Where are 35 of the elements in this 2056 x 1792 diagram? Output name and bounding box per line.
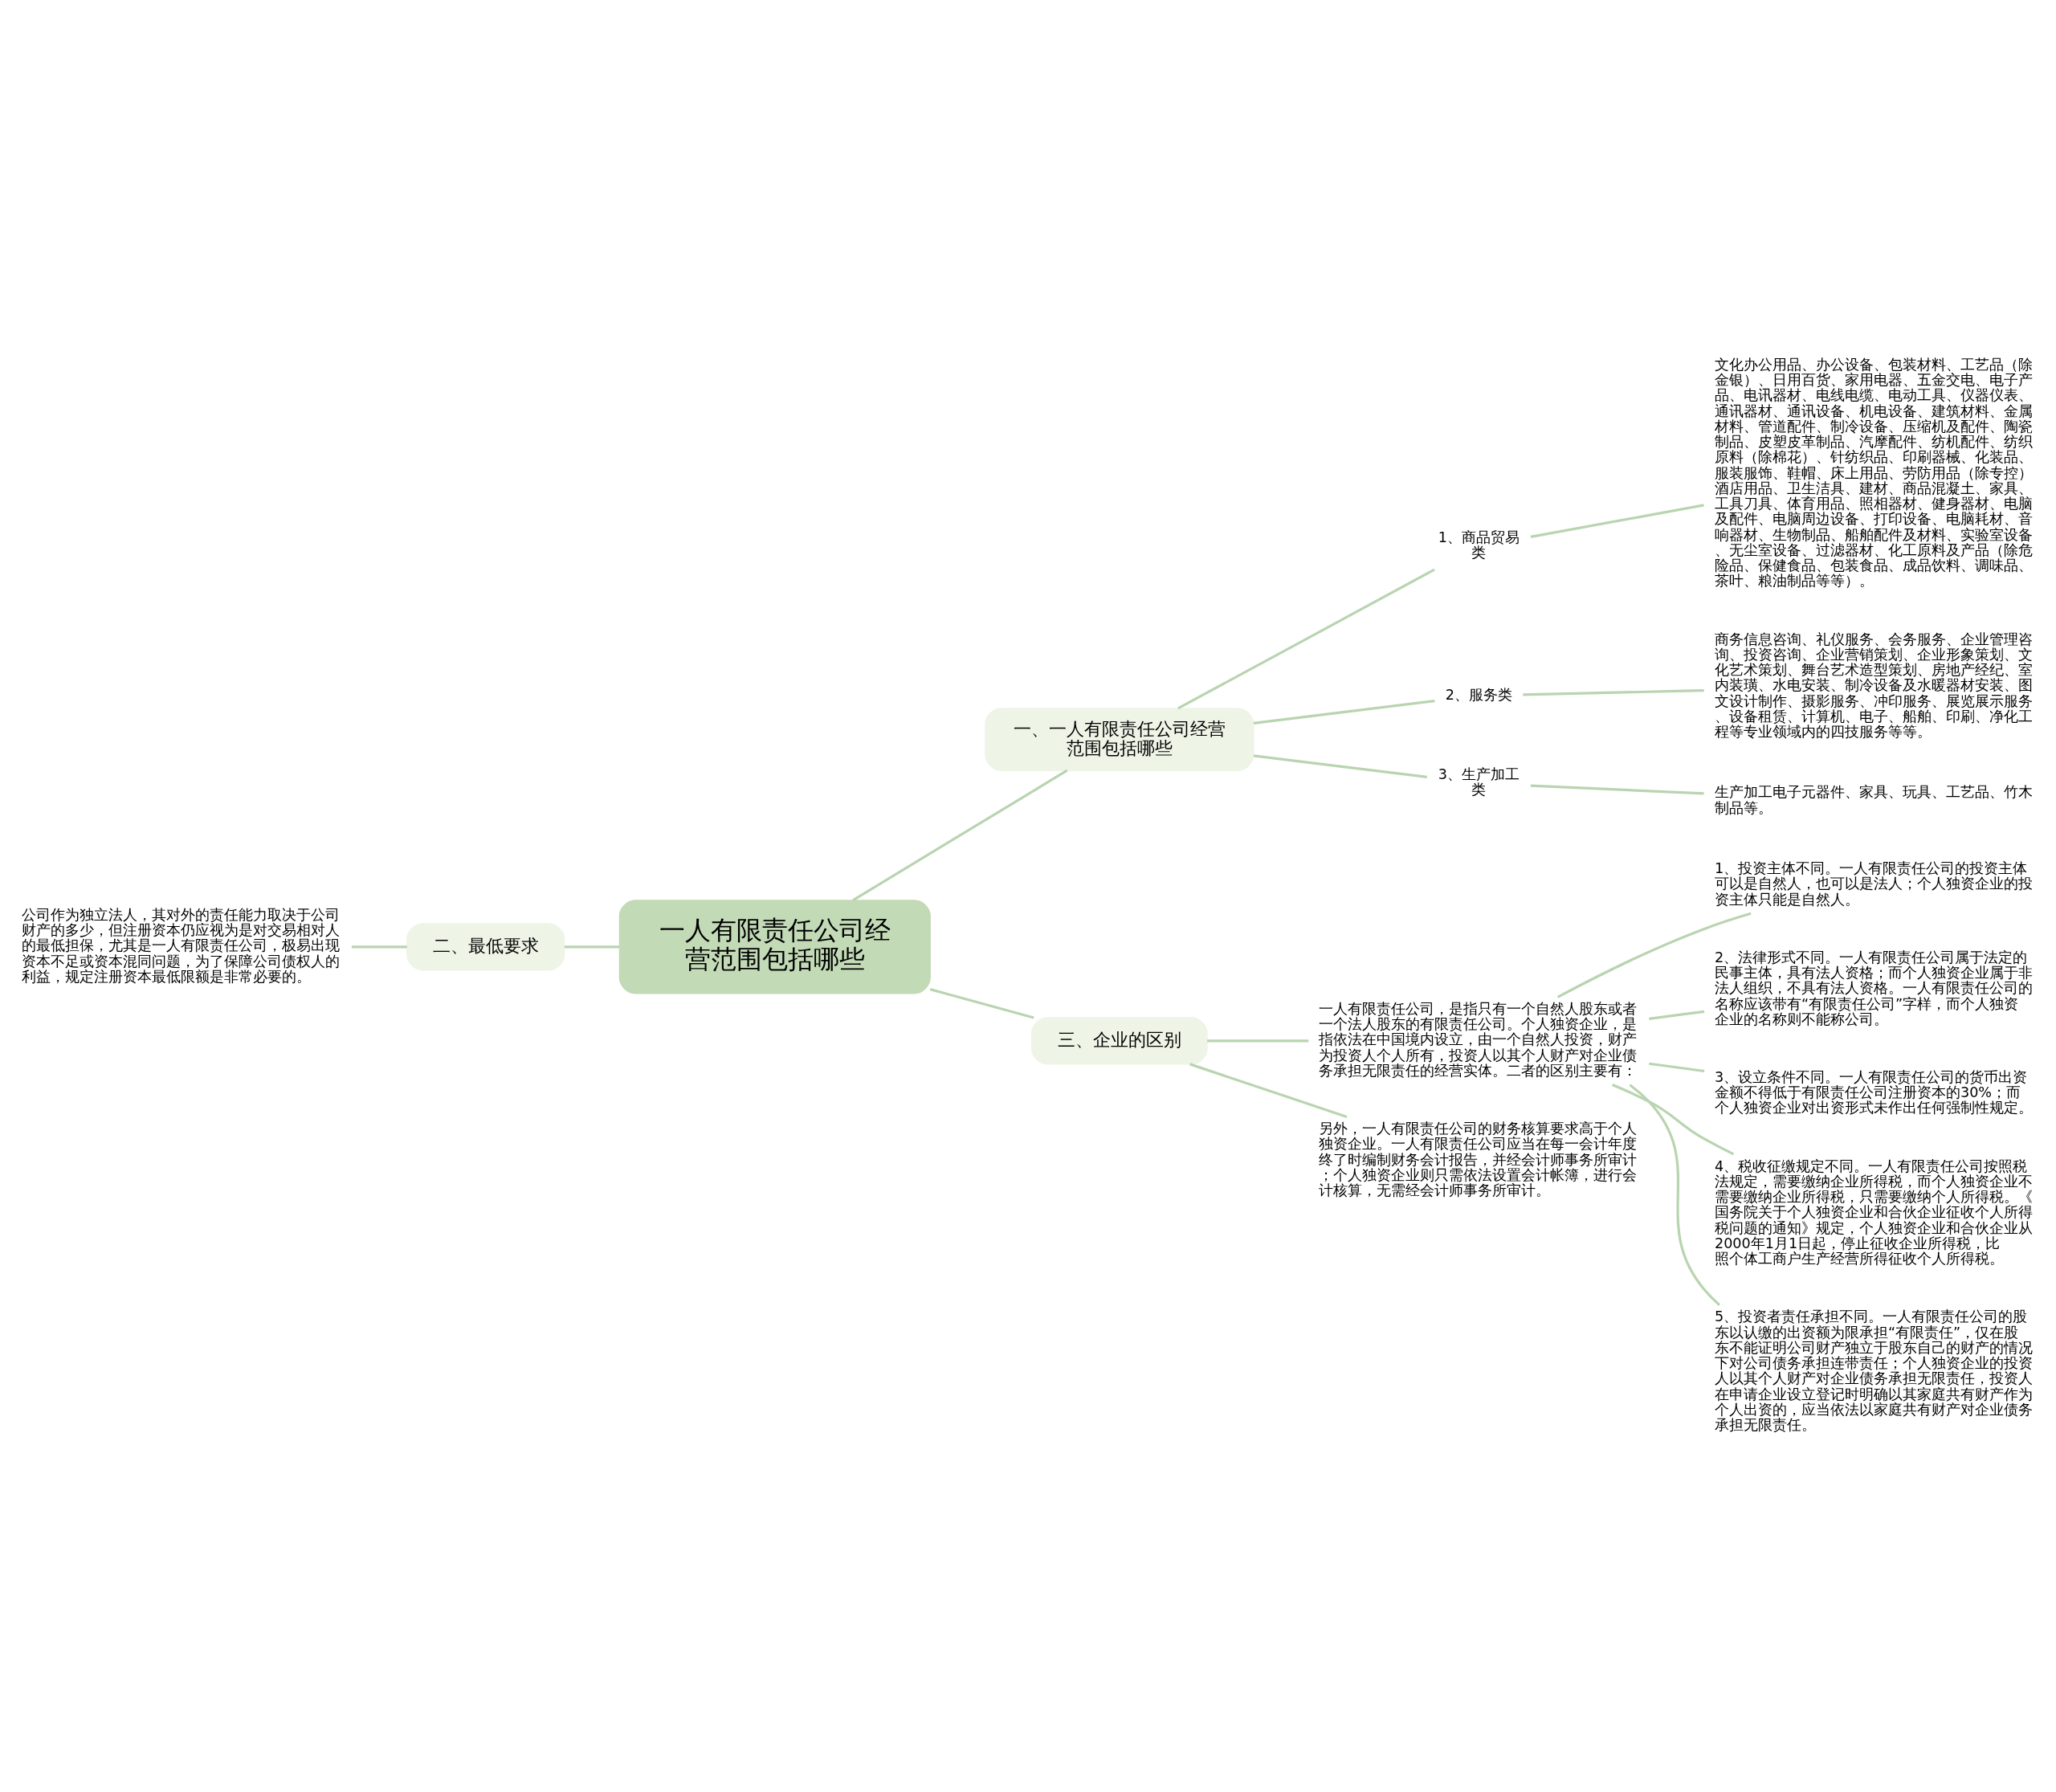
connector [1253,700,1435,725]
connector [1177,568,1435,710]
connector [1649,1010,1705,1020]
connector [1530,784,1704,795]
connector [1253,754,1427,778]
node-text: 一人有限责任公司，是指只有一个自然人股东或者一个法人股东的有限责任公司。个人独资企业，是指依法在中国境内设立，由一个自然人投资，财产为投资人个人所有，投资人以其个人财产对企业债务承担无限责任的经营实体。二者的区别主要有： [1319,1000,1638,1079]
connector [1629,1084,1720,1306]
node-text: 3、设立条件不同。一人有限责任公司的货币出资金额不得低于有限责任公司注册资本的30%；而个人独资企业对出资形式未作出任何强制性规定。 [1714,1068,2033,1116]
node-text: 1、投资主体不同。一人有限责任公司的投资主体可以是自然人，也可以是法人；个人独资企业的投资主体只能是自然人。 [1714,860,2033,908]
connector [564,945,619,949]
connector [1611,1084,1735,1156]
node-box: 一、一人有限责任公司经营范围包括哪些 [985,708,1254,771]
node-text: 另外，一人有限责任公司的财务核算要求高于个人独资企业。一人有限责任公司应当在每一会计年度终了时编制财务会计报告，并经会计师事务所审计；个人独资企业则只需依法设置会计帐簿，进行会计核算，无需经会计师事务所审计。 [1319,1121,1638,1199]
connector [852,769,1068,902]
connector [1189,1063,1348,1118]
node-text: 2、法律形式不同。一人有限责任公司属于法定的民事主体，具有法人资格；而个人独资企业属于非法人组织，不具有法人资格。一人有限责任公司的名称应该带有“有限责任公司”字样，而个人独资企业的名称则不能称公司。 [1714,949,2033,1027]
node-text: 2、服务类 [1445,686,1513,703]
connector [1207,1039,1309,1043]
node-text: 4、税收征缴规定不同。一人有限责任公司按照税法规定，需要缴纳企业所得税，而个人独资企业不需要缴纳企业所得税，只需要缴纳个人所得税。《国务院关于个人独资企业和合伙企业征收个人所得税问题的通知》规定，个人独资企业和合伙企业从2000年1月1日起，停止征收企业所得税，比照个体工商户生产经营所得征收个人所得税。 [1714,1157,2033,1267]
node-box: 二、最低要求 [406,923,565,971]
connector [351,945,407,949]
node-text: 文化办公用品、办公设备、包装材料、工艺品（除金银）、日用百货、家用电器、五金交电、电子产品、电讯器材、电线电缆、电动工具、仪器仪表、通讯器材、通讯设备、机电设备、建筑材料、金属材料、管道配件、制冷设备、压缩机及配件、陶瓷制品、皮塑皮革制品、汽摩配件、纺机配件、纺织原料（除棉花）、针纺织品、印刷器械、化装品、服装服饰、鞋帽、床上用品、劳防用品（除专控）酒店用品、卫生洁具、建材、商品混凝土、家具、工具刀具、体育用品、照相器材、健身器材、电脑及配件、电脑周边设备、打印设备、电脑耗材、音响器材、生物制品、船舶配件及材料、实验室设备、无尘室设备、过滤器材、化工原料及产品（除危险品、保健食品、包装食品、成品饮料、调味品、茶叶、粮油制品等等）。 [1714,356,2033,590]
node-text: 商务信息咨询、礼仪服务、会务服务、企业管理咨询、投资咨询、企业营销策划、企业形象策划、文化艺术策划、舞台艺术造型策划、房地产经纪、室内装璜、水电安装、制冷设备及水暖器材安装、图文设计制作、摄影服务、冲印服务、展览展示服务、设备租赁、计算机、电子、船舶、印刷、净化工程等专业领域内的四技服务等等。 [1714,631,2033,741]
connector [1530,504,1704,539]
node-box: 三、企业的区别 [1031,1017,1208,1065]
connector [1649,1062,1705,1073]
node-text: 生产加工电子元器件、家具、玩具、工艺品、竹木制品等。 [1714,784,2033,816]
node-box: 一人有限责任公司经营范围包括哪些 [618,900,931,994]
connector [1523,689,1704,696]
connector [1556,912,1752,998]
node-text: 公司作为独立法人，其对外的责任能力取决于公司财产的多少，但注册资本仍应视为是对交易相对人的最低担保，尤其是一人有限责任公司，极易出现资本不足或资本混同问题，为了保障公司债权人的利益，规定注册资本最低限额是非常必要的。 [22,906,341,985]
node-text: 5、投资者责任承担不同。一人有限责任公司的股东以认缴的出资额为限承担“有限责任”，仅在股东不能证明公司财产独立于股东自己的财产的情况下对公司债务承担连带责任；个人独资企业的投资人以其个人财产对企业债务承担无限责任，投资人在申请企业设立登记时明确以其家庭共有财产作为个人出资的，应当依法以家庭共有财产对企业债务承担无限责任。 [1714,1308,2033,1434]
node-text: 3、生产加工类 [1438,766,1520,798]
node-text: 1、商品贸易类 [1438,529,1520,561]
connector [929,988,1034,1019]
